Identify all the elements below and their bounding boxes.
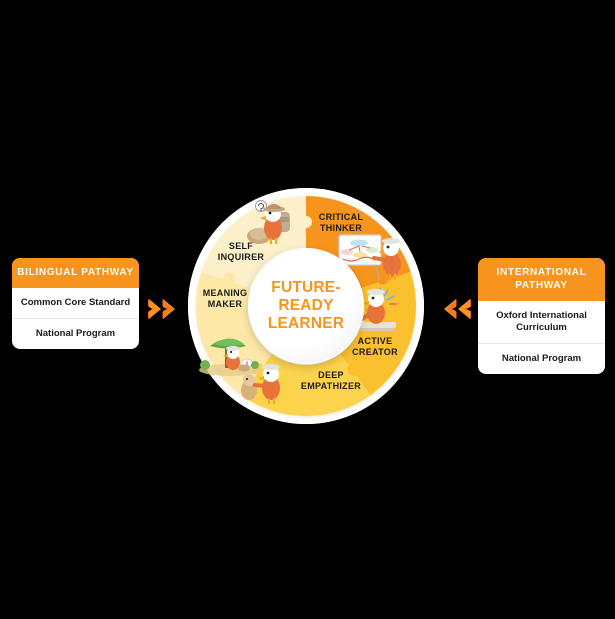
double-chevron-left-glyph (444, 299, 471, 319)
international-pathway-row-1: Oxford International Curriculum (496, 310, 587, 333)
international-pathway-title: INTERNATIONAL PATHWAY (478, 258, 605, 301)
wheel-hub[interactable]: FUTURE-READY LEARNER (248, 248, 364, 364)
bilingual-pathway-row-2: National Program (12, 318, 139, 349)
bilingual-pathway-title: BILINGUAL PATHWAY (12, 258, 139, 288)
double-chevron-right-glyph (148, 299, 175, 319)
segment-active-creator[interactable] (340, 271, 417, 395)
double-chevron-right-icon (146, 294, 182, 324)
international-pathway-row-2: National Program (478, 343, 605, 374)
bilingual-pathway-card[interactable]: BILINGUAL PATHWAY Common Core Standard N… (12, 258, 139, 349)
double-chevron-left-icon (437, 294, 473, 324)
international-pathway-card[interactable]: INTERNATIONAL PATHWAY Oxford Internation… (478, 258, 605, 374)
future-ready-learner-wheel: CRITICAL THINKER ACTIVE CREATOR DEEP EMP… (186, 186, 426, 426)
bilingual-pathway-row-1: Common Core Standard (20, 297, 131, 308)
wheel-hub-label: FUTURE-READY LEARNER (267, 279, 345, 332)
